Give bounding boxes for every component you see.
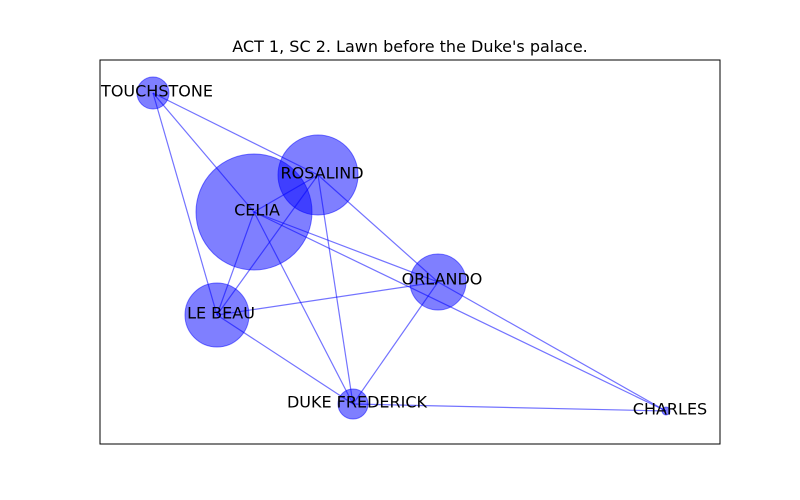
- node-label-touchstone: TOUCHSTONE: [100, 82, 213, 101]
- edge-duke-frederick-charles: [352, 403, 667, 412]
- node-label-orlando: ORLANDO: [402, 270, 483, 289]
- node-label-le-beau: LE BEAU: [187, 304, 255, 323]
- node-touchstone: [136, 76, 170, 110]
- node-label-duke-frederick: DUKE FREDERICK: [287, 393, 428, 412]
- node-label-rosalind: ROSALIND: [280, 164, 363, 183]
- nodes-layer: [136, 76, 671, 420]
- node-label-celia: CELIA: [234, 201, 280, 220]
- edge-orlando-charles: [437, 281, 667, 412]
- node-charles: [661, 406, 671, 416]
- chart-title: ACT 1, SC 2. Lawn before the Duke's pala…: [232, 37, 588, 56]
- edge-le-beau-orlando: [216, 281, 439, 316]
- node-le-beau: [184, 282, 250, 348]
- edge-celia-charles: [253, 211, 667, 412]
- node-celia: [195, 153, 313, 271]
- node-orlando: [409, 253, 467, 311]
- node-label-charles: CHARLES: [633, 400, 707, 419]
- plot-frame: [99, 59, 721, 445]
- edge-touchstone-le-beau: [152, 92, 218, 316]
- node-duke-frederick: [337, 388, 369, 420]
